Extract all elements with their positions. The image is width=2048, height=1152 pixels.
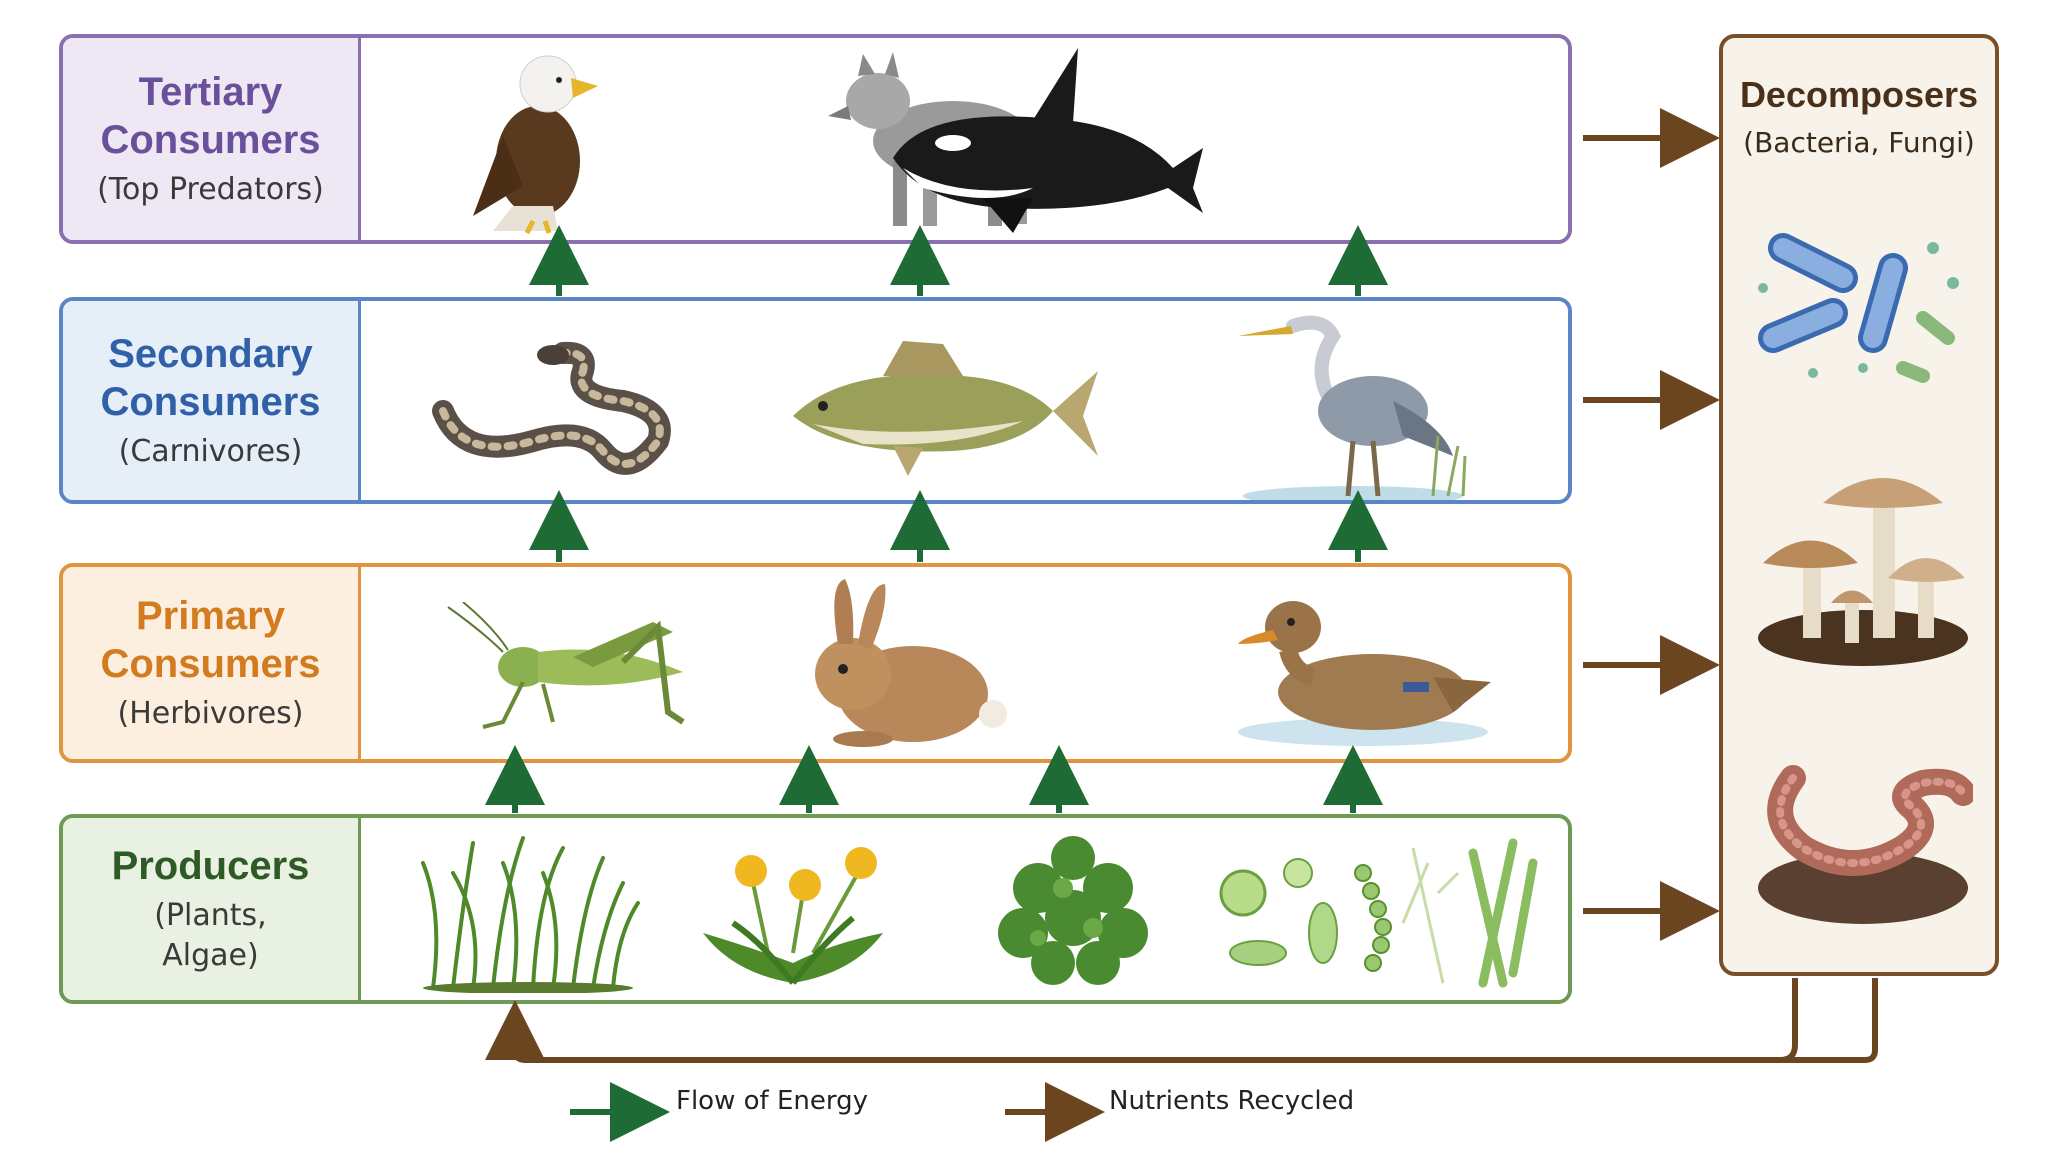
tier-subtitle: (Plants, — [154, 898, 267, 933]
decomposers-title: Decomposers — [1739, 74, 1979, 115]
algae-illustration — [1219, 838, 1538, 988]
nutrient-recycle-path — [485, 978, 1798, 1063]
tier-primary-consumers: Primary Consumers (Herbivores) — [59, 563, 1572, 763]
earthworm-illustration — [1758, 765, 1973, 924]
legend-nutrients-label: Nutrients Recycled — [1109, 1086, 1355, 1116]
nutrient-arrows — [485, 108, 1878, 1063]
nutrient-recycle-path — [1780, 978, 1878, 1063]
tier-label: Producers (Plants, Algae) — [63, 818, 361, 1000]
tier-tertiary-consumers: Tertiary Consumers (Top Predators) — [59, 34, 1572, 244]
tier-title: Producers — [111, 844, 310, 888]
tier-subtitle: Algae) — [162, 938, 259, 973]
tier-subtitle: (Herbivores) — [117, 696, 304, 731]
fish-illustration — [793, 341, 1098, 476]
tier-producers: Producers (Plants, Algae) — [59, 814, 1572, 1004]
tier-subtitle: (Top Predators) — [97, 172, 324, 207]
legend-nutrients: Nutrients Recycled — [1093, 1086, 1354, 1116]
tier-title: Tertiary — [138, 70, 283, 114]
legend-energy: Flow of Energy — [660, 1086, 868, 1116]
decomposers-panel: Decomposers (Bacteria, Fungi) — [1719, 34, 1999, 976]
legend-energy-label: Flow of Energy — [676, 1086, 868, 1116]
rabbit-illustration — [815, 579, 1007, 747]
snake-illustration — [432, 341, 671, 475]
grasshopper-illustration — [447, 602, 685, 729]
tier-title: Consumers — [100, 642, 321, 686]
tier-label: Secondary Consumers (Carnivores) — [63, 301, 361, 500]
orca-illustration — [893, 48, 1203, 233]
tier-subtitle: (Carnivores) — [118, 433, 303, 469]
decomposers-subtitle: (Bacteria, Fungi) — [1743, 126, 1975, 159]
tier-title: Consumers — [100, 118, 321, 162]
energy-arrows — [485, 225, 1388, 813]
tier-label: Tertiary Consumers (Top Predators) — [63, 38, 361, 240]
leafy-plant-illustration — [998, 836, 1148, 985]
tier-label: Primary Consumers (Herbivores) — [63, 567, 361, 759]
mushroom-illustration — [1758, 478, 1968, 666]
tier-title: Primary — [136, 594, 285, 638]
tier-title: Secondary — [108, 331, 313, 376]
heron-illustration — [1238, 315, 1467, 500]
duck-illustration — [1238, 601, 1491, 746]
tier-secondary-consumers: Secondary Consumers (Carnivores) — [59, 297, 1572, 504]
tier-title: Consumers — [100, 379, 321, 424]
eagle-illustration — [473, 55, 598, 235]
grass-illustration — [421, 836, 640, 993]
dandelion-illustration — [703, 847, 883, 985]
bacteria-illustration — [1758, 233, 1959, 383]
